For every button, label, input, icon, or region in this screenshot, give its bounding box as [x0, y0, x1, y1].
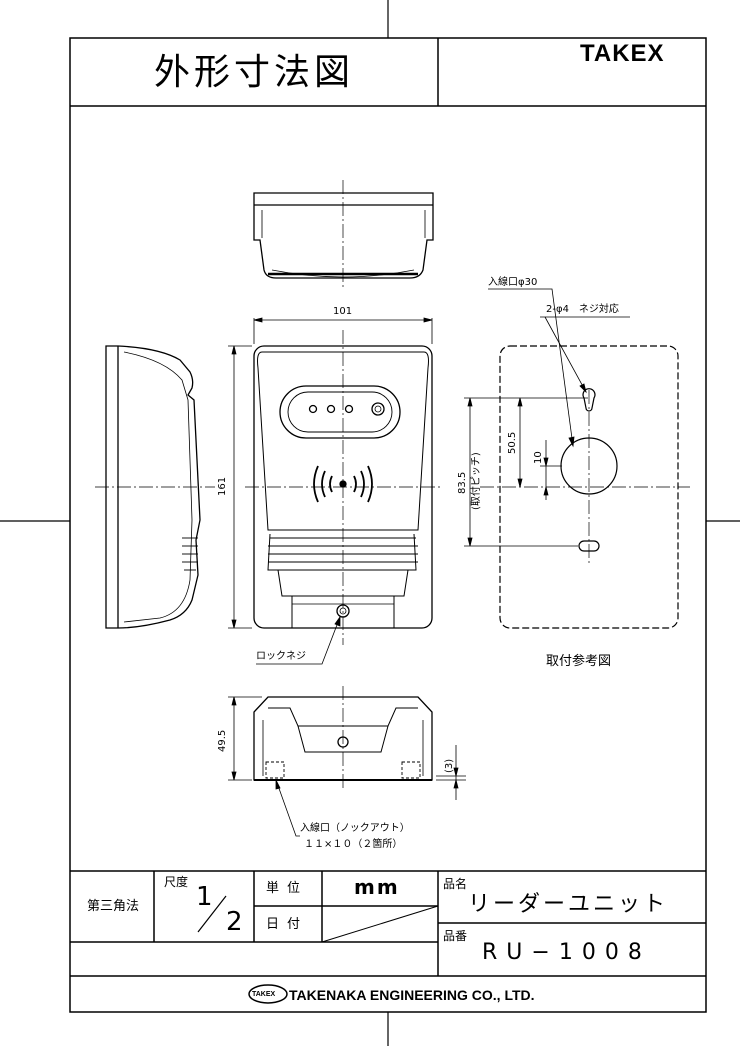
dim-offset-10: 10	[533, 451, 544, 464]
product-name-label: 品名	[443, 877, 468, 891]
dim-depth: 49.5	[217, 729, 228, 752]
title-block-lines	[70, 870, 706, 977]
scale-label: 尺度	[164, 875, 189, 889]
dim-width: 101	[333, 306, 353, 317]
mount-view	[480, 345, 690, 629]
label-cable-entry: 入線口φ30	[488, 277, 538, 288]
dim-offset-3: (3)	[444, 758, 455, 773]
top-view	[253, 180, 434, 290]
bottom-view	[253, 686, 433, 790]
label-mount-reference: 取付参考図	[546, 654, 612, 669]
unit-value: mm	[354, 875, 400, 899]
product-name: リーダーユニット	[468, 892, 669, 917]
label-knockout-size: １１×１０（２箇所）	[304, 839, 403, 850]
drawing-title: 外形寸法図	[153, 52, 354, 93]
company-logo-text: TAKEX	[252, 991, 276, 998]
company-name: TAKENAKA ENGINEERING CO., LTD.	[289, 987, 535, 1003]
dim-height: 161	[217, 476, 228, 496]
brand-logo: TAKEX	[580, 40, 665, 67]
unit-label: 単位	[266, 881, 309, 896]
date-label: 日付	[266, 917, 309, 932]
dim-hole-pitch-note: (取付ピッチ)	[471, 452, 482, 510]
projection-method: 第三角法	[86, 899, 139, 914]
dim-hole-pitch: 83.5	[457, 471, 468, 494]
scale-numerator: 1	[196, 882, 213, 912]
front-view	[245, 330, 440, 645]
label-knockout: 入線口（ノックアウト）	[300, 823, 410, 834]
product-number-label: 品番	[443, 929, 468, 943]
company-logo	[248, 984, 288, 1004]
label-lock-screw: ロックネジ	[256, 651, 306, 662]
scale-denominator: 2	[226, 907, 243, 937]
label-screw-holes: 2-φ4 ネジ対応	[546, 304, 619, 315]
product-number: RU−1008	[482, 940, 651, 965]
outer-frame	[69, 37, 707, 1013]
dim-center-to-hole: 50.5	[507, 431, 518, 454]
dimension-lines	[228, 288, 630, 837]
side-view	[95, 345, 215, 629]
